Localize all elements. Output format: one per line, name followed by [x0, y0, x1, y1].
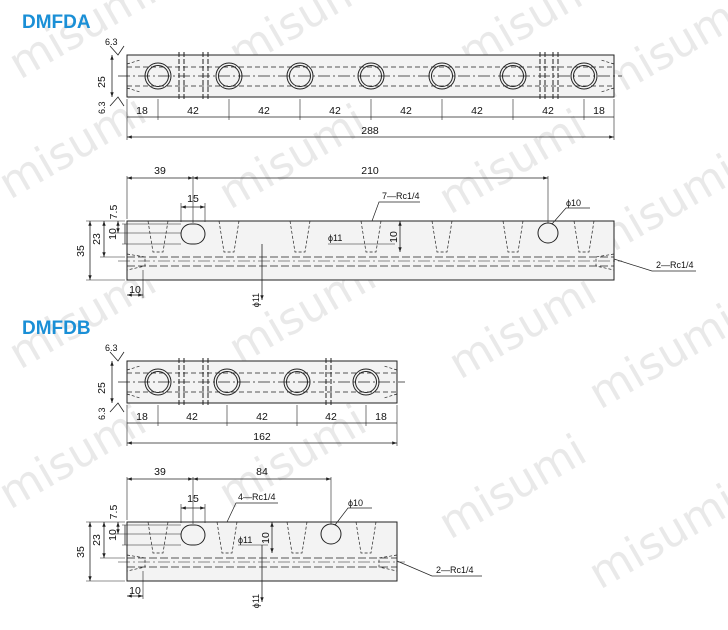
dmfda-top-view	[109, 45, 622, 140]
section-title-dmfdb: DMFDB	[22, 318, 91, 339]
dim-port-depth: 10	[260, 532, 272, 544]
dim-segment: 42	[542, 105, 554, 117]
surface-roughness-label: 6.3	[97, 101, 107, 114]
dim-slot-width: 15	[187, 193, 199, 205]
dmfdb-front-dimensions: 39 84 15 7.5 10 23 35 10 10 4—Rc1/4 ϕ10 …	[75, 466, 474, 608]
dim-segment: 42	[471, 105, 483, 117]
dim-offset: 39	[154, 466, 166, 478]
surface-roughness-label: 6.3	[97, 407, 107, 420]
dmfdb-front-view	[86, 477, 482, 602]
dim-slot-width: 15	[187, 493, 199, 505]
bore-callout: ϕ11	[328, 233, 342, 243]
dmfda-front-dimensions: 39 210 15 7.5 10 23 35 10 10 7—Rc1/4 ϕ10…	[75, 165, 694, 307]
hole-callout: ϕ10	[566, 198, 581, 208]
dmfdb-top-view	[109, 351, 405, 446]
watermark: misumi	[580, 295, 728, 420]
dim-segment: 42	[186, 411, 198, 423]
end-port-callout: 2—Rc1/4	[656, 260, 694, 270]
dim-total-length: 288	[361, 125, 379, 137]
dim-offset: 39	[154, 165, 166, 177]
bore-callout-vertical: ϕ11	[251, 594, 261, 608]
hole-callout: ϕ10	[348, 498, 363, 508]
dmfda-top-holes	[144, 62, 598, 90]
section-title-dmfda: DMFDA	[22, 12, 91, 33]
dim-segment: 42	[325, 411, 337, 423]
dim-port-depth: 10	[388, 231, 400, 243]
dim-end-offset: 10	[129, 284, 141, 296]
bore-callout: ϕ11	[238, 535, 252, 545]
dim-segment: 18	[375, 411, 387, 423]
dmfdb-top-holes	[144, 368, 380, 396]
dim-slot-height: 10	[107, 228, 119, 240]
dim-total-length: 162	[253, 431, 271, 443]
dmfda-top-dimensions: 6.3 6.3 25 18 42 42 42 42 42 42 18 288	[96, 37, 605, 137]
dim-bore-height: 23	[91, 534, 103, 546]
watermark: misumi	[580, 475, 728, 600]
dim-segment: 42	[187, 105, 199, 117]
watermark: misumi	[0, 395, 155, 520]
dim-segment: 42	[256, 411, 268, 423]
dim-depth: 7.5	[108, 505, 120, 520]
dim-slot-height: 10	[107, 529, 119, 541]
watermark: misumi	[0, 85, 155, 210]
bore-callout-vertical: ϕ11	[251, 293, 261, 307]
dmfdb-top-dimensions: 6.3 6.3 25 18 42 42 42 18 162	[96, 343, 387, 443]
dmfda-front-body	[126, 220, 615, 281]
dim-height: 25	[96, 76, 108, 88]
watermark: misumi	[430, 425, 595, 550]
dim-segment: 42	[400, 105, 412, 117]
watermark: misumi	[210, 95, 375, 220]
dim-bore-height: 23	[91, 233, 103, 245]
watermark: misumi	[440, 265, 605, 390]
dim-segment: 18	[593, 105, 605, 117]
dim-segment: 42	[329, 105, 341, 117]
dim-pitch: 84	[256, 466, 268, 478]
slot-hole	[180, 223, 206, 245]
dim-segment: 42	[258, 105, 270, 117]
surface-roughness-label: 6.3	[105, 37, 118, 47]
dim-height: 25	[96, 382, 108, 394]
slot-hole	[180, 524, 206, 546]
dim-end-offset: 10	[129, 585, 141, 597]
dim-body-height: 35	[75, 546, 87, 558]
dim-segment: 18	[136, 411, 148, 423]
surface-roughness-label: 6.3	[105, 343, 118, 353]
port-callout: 4—Rc1/4	[238, 492, 276, 502]
dim-body-height: 35	[75, 245, 87, 257]
dmfda-front-view	[86, 176, 696, 300]
dim-segment: 18	[136, 105, 148, 117]
dim-depth: 7.5	[108, 205, 120, 220]
port-callout: 7—Rc1/4	[382, 191, 420, 201]
dim-pitch: 210	[361, 165, 379, 177]
end-port-callout: 2—Rc1/4	[436, 565, 474, 575]
